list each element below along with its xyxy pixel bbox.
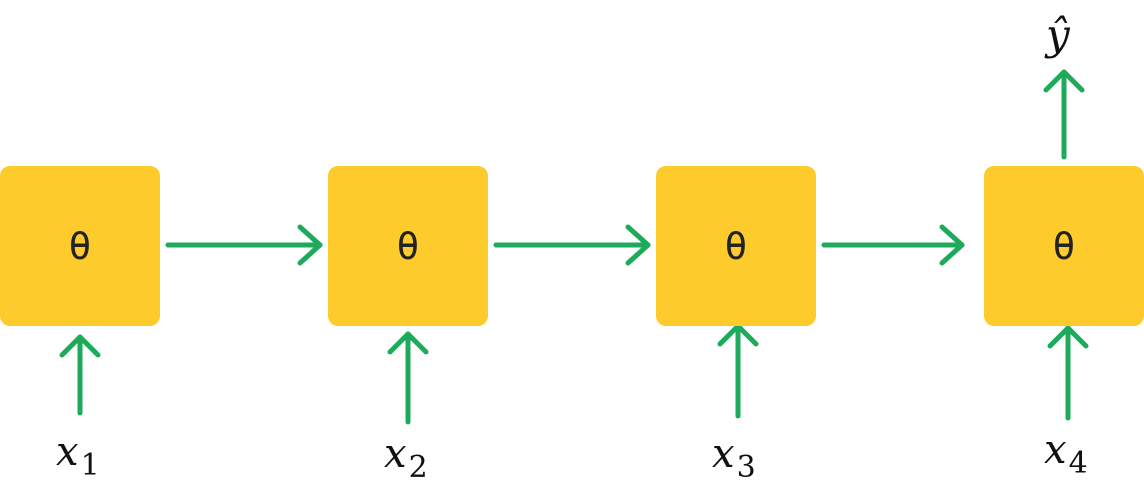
cell-label-theta: θ [68, 224, 92, 268]
rnn-cell-2: θ [328, 166, 488, 326]
rnn-cell-1: θ [0, 166, 160, 326]
arrow-input-4 [1047, 325, 1089, 421]
arrow-input-1 [59, 334, 101, 416]
arrow-output [1043, 69, 1085, 160]
arrow-input-2 [387, 331, 429, 425]
cell-label-theta: θ [396, 224, 420, 268]
arrow-input-3 [717, 323, 759, 419]
output-label: ŷ [1046, 10, 1070, 59]
input-label-1: x1 [56, 429, 100, 483]
cell-label-theta: θ [1052, 224, 1076, 268]
input-label-2: x2 [384, 431, 428, 485]
cell-label-theta: θ [724, 224, 748, 268]
input-label-3: x3 [712, 431, 756, 485]
rnn-cell-4: θ [984, 166, 1144, 326]
input-label-4: x4 [1044, 427, 1088, 481]
rnn-cell-3: θ [656, 166, 816, 326]
arrow-cell1-to-cell2 [165, 224, 323, 266]
arrow-cell2-to-cell3 [493, 224, 651, 266]
arrow-cell3-to-cell4 [821, 224, 965, 266]
